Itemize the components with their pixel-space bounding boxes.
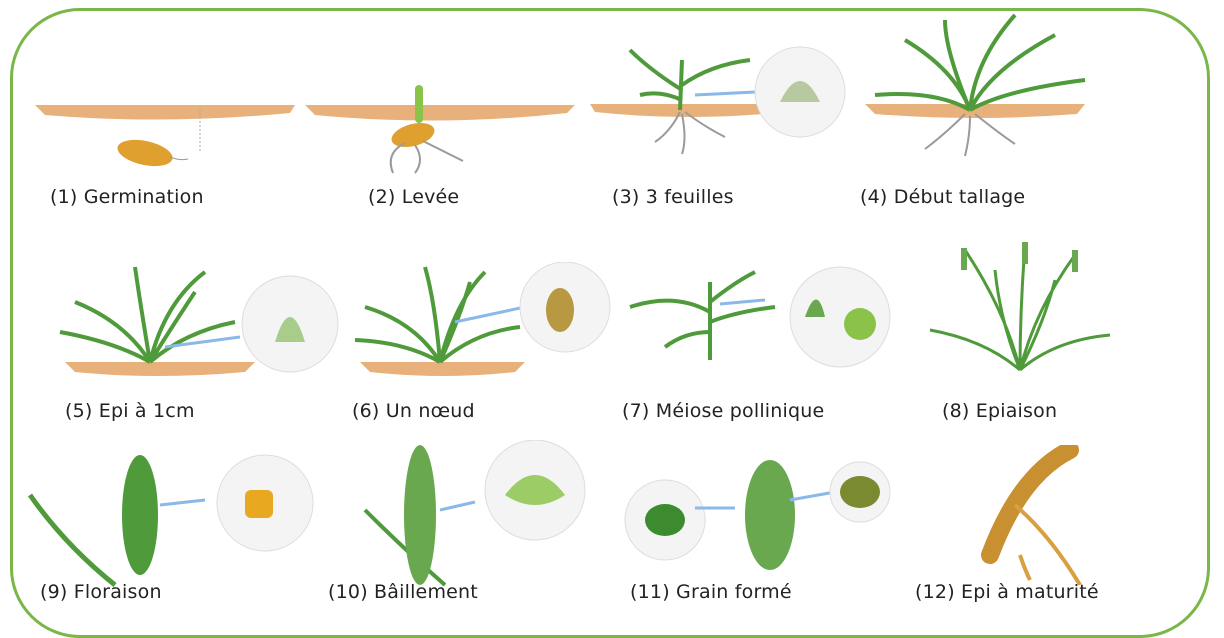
illustration-baillement [355, 440, 605, 590]
stage-label-floraison: (9) Floraison [40, 581, 162, 603]
stage-label-epiaison: (8) Epiaison [942, 400, 1057, 422]
illustration-levee [305, 85, 585, 175]
stage-label-meiose-pollinique: (7) Méiose pollinique [622, 400, 824, 422]
illustration-epi-maturite [960, 445, 1120, 585]
stage-label-germination: (1) Germination [50, 186, 204, 208]
illustration-grain-forme [620, 460, 900, 580]
illustration-germination [35, 95, 305, 175]
stage-label-baillement: (10) Bâillement [328, 581, 478, 603]
illustration-un-noeud [355, 262, 625, 387]
seed [115, 135, 175, 170]
illustration-3-feuilles [590, 40, 860, 170]
illustration-epi-1cm [55, 262, 345, 387]
stage-label-un-noeud: (6) Un nœud [352, 400, 475, 422]
illustration-epiaison [925, 240, 1115, 375]
stage-label-debut-tallage: (4) Début tallage [860, 186, 1025, 208]
stage-label-3-feuilles: (3) 3 feuilles [612, 186, 734, 208]
stage-label-epi-1cm: (5) Epi à 1cm [65, 400, 195, 422]
illustration-floraison [25, 445, 325, 590]
stage-label-epi-maturite: (12) Epi à maturité [915, 581, 1099, 603]
illustration-meiose-pollinique [625, 262, 900, 372]
stage-label-levee: (2) Levée [368, 186, 459, 208]
seed [389, 119, 437, 152]
stage-label-grain-forme: (11) Grain formé [630, 581, 792, 603]
illustration-debut-tallage [845, 10, 1105, 160]
